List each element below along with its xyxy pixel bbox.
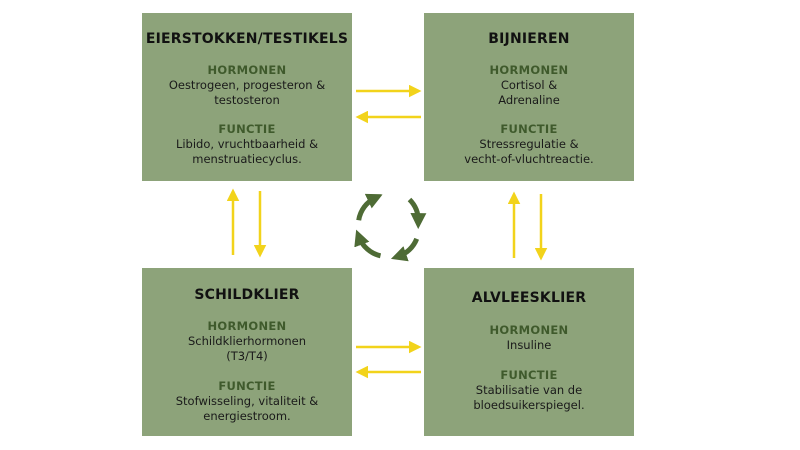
function-text: Stabilisatie van de (475, 383, 583, 397)
box-bijnieren: BIJNIEREN HORMONEN Cortisol & Adrenaline… (424, 13, 634, 181)
function-text: Stressregulatie & (479, 137, 579, 151)
box-title: SCHILDKLIER (194, 287, 300, 303)
box-eierstokken-testikels: EIERSTOKKEN/TESTIKELS HORMONEN Oestrogee… (142, 13, 352, 181)
hormones-text: Adrenaline (498, 93, 560, 107)
box-schildklier: SCHILDKLIER HORMONEN Schildklierhormonen… (142, 268, 352, 436)
function-text: energiestroom. (203, 409, 291, 423)
hormones-label: HORMONEN (207, 63, 287, 77)
function-label: FUNCTIE (218, 122, 276, 136)
function-label: FUNCTIE (218, 379, 276, 393)
cycle-arrows-icon (354, 193, 427, 262)
function-text: Stofwisseling, vitaliteit & (175, 394, 319, 408)
function-text: Libido, vruchtbaarheid & (175, 137, 319, 151)
hormones-text: (T3/T4) (226, 349, 268, 363)
box-alvleesklier: ALVLEESKLIER HORMONEN Insuline FUNCTIE S… (424, 268, 634, 436)
hormones-text: Insuline (506, 338, 552, 352)
box-title: BIJNIEREN (488, 31, 570, 47)
hormones-label: HORMONEN (207, 319, 287, 333)
hormones-label: HORMONEN (489, 323, 569, 337)
hormones-text: Oestrogeen, progesteron & (168, 78, 326, 92)
hormones-label: HORMONEN (489, 63, 569, 77)
box-title: EIERSTOKKEN/TESTIKELS (145, 31, 349, 47)
hormones-text: testosteron (214, 93, 280, 107)
box-title: ALVLEESKLIER (471, 290, 587, 306)
function-label: FUNCTIE (500, 122, 558, 136)
hormones-text: Schildklierhormonen (188, 334, 306, 348)
function-text: menstruatiecyclus. (192, 152, 302, 166)
function-text: vecht-of-vluchtreactie. (464, 152, 594, 166)
function-label: FUNCTIE (500, 368, 558, 382)
function-text: bloedsuikerspiegel. (473, 398, 585, 412)
hormones-text: Cortisol & (500, 78, 558, 92)
